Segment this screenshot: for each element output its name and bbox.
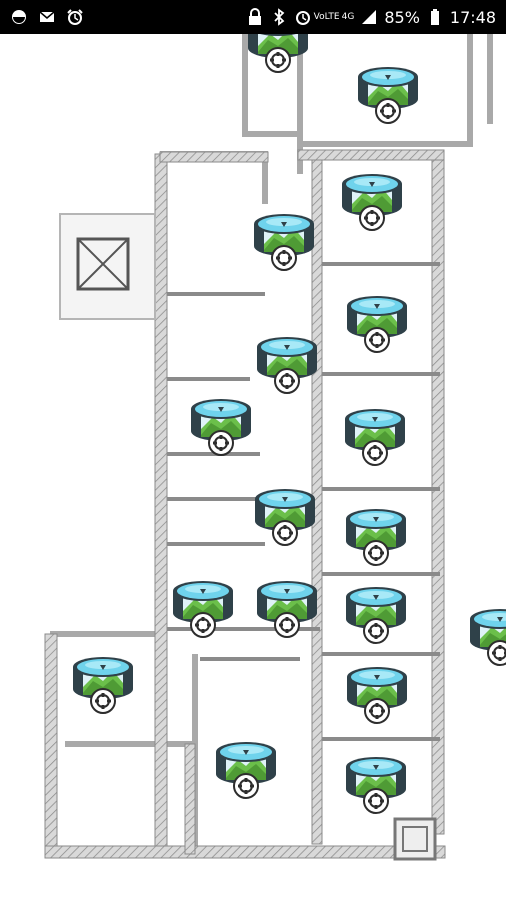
- app-notification-icon: [10, 8, 28, 26]
- room-sensor-icon[interactable]: [346, 295, 408, 353]
- alarm-icon: [294, 8, 312, 26]
- status-left: [10, 8, 84, 26]
- volte-icon: VoLTE: [314, 8, 340, 26]
- wall-hatching: [44, 149, 446, 859]
- room-sensor-icon[interactable]: [345, 586, 407, 644]
- room-sensor-icon[interactable]: [190, 398, 252, 456]
- room-sensor-icon[interactable]: [357, 66, 419, 124]
- room-sensor-icon[interactable]: [253, 213, 315, 271]
- small-shaft: [393, 817, 437, 861]
- battery-percent: 85%: [384, 7, 420, 27]
- room-sensor-icon[interactable]: [256, 336, 318, 394]
- floor-plan-map[interactable]: [0, 34, 506, 900]
- room-sensor-icon[interactable]: [346, 666, 408, 724]
- room-sensor-icon[interactable]: [345, 756, 407, 814]
- battery-icon: [426, 8, 444, 26]
- signal-icon: [360, 8, 378, 26]
- floor-plan-svg[interactable]: [0, 34, 506, 900]
- network-type: 4G: [341, 11, 355, 22]
- room-sensor-icon[interactable]: [469, 608, 506, 666]
- volte-label: VoLTE: [313, 11, 340, 22]
- room-sensor-icon[interactable]: [345, 508, 407, 566]
- mail-icon: [38, 8, 56, 26]
- room-sensor-icon[interactable]: [341, 173, 403, 231]
- lock-icon: [246, 8, 264, 26]
- alarm-icon: [66, 8, 84, 26]
- room-sensor-icon[interactable]: [254, 488, 316, 546]
- status-right: VoLTE 4G 85% 17:48: [246, 8, 496, 27]
- room-sensor-icon[interactable]: [344, 408, 406, 466]
- status-bar: VoLTE 4G 85% 17:48: [0, 0, 506, 34]
- elevator-shaft: [59, 213, 156, 320]
- room-dividers: [167, 262, 440, 741]
- room-sensor-icon[interactable]: [72, 656, 134, 714]
- bluetooth-icon: [270, 8, 288, 26]
- clock: 17:48: [449, 7, 496, 27]
- room-sensor-icon[interactable]: [215, 741, 277, 799]
